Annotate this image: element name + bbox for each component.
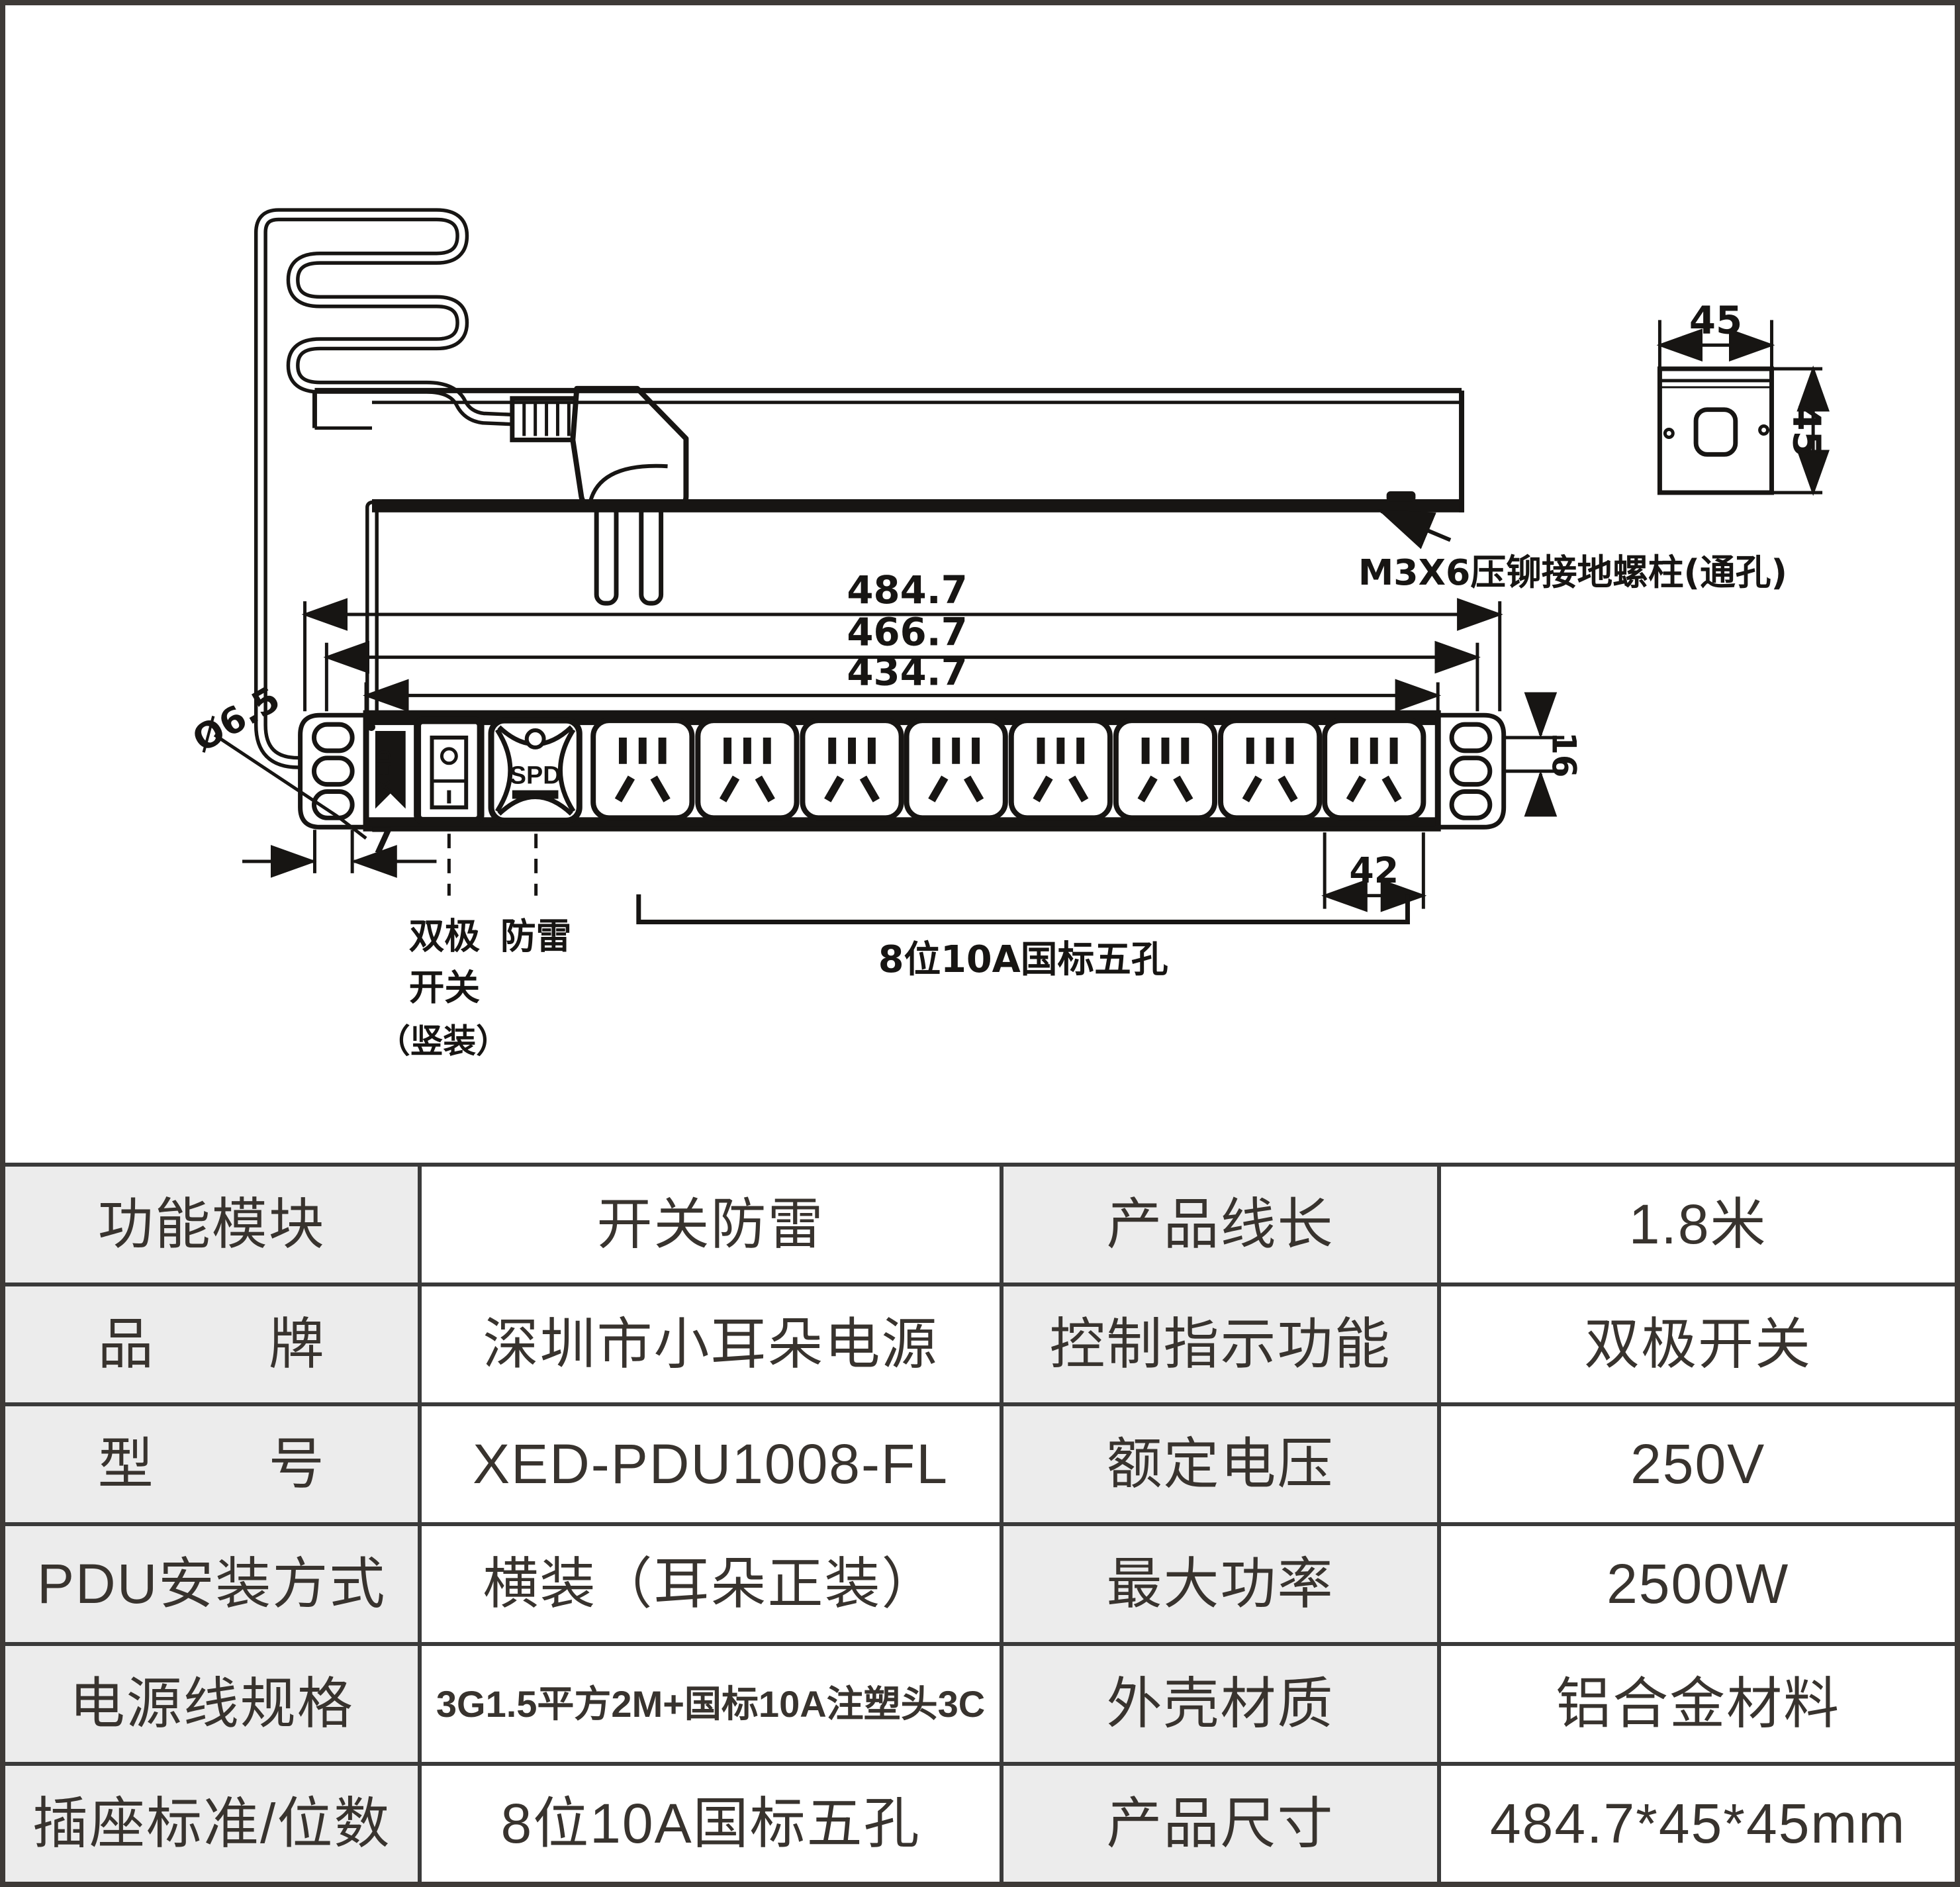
switch-off-symbol bbox=[440, 747, 458, 765]
end-detail-view: 45 45 bbox=[1656, 297, 1830, 496]
spec-value: 2500W bbox=[1441, 1526, 1955, 1642]
dim-466: 466.7 bbox=[847, 610, 967, 655]
spec-label: 型 号 bbox=[5, 1406, 418, 1522]
outlet-8 bbox=[1325, 720, 1423, 818]
spec-label: 插座标准/位数 bbox=[5, 1766, 418, 1882]
spec-value: 双极开关 bbox=[1441, 1286, 1955, 1402]
rocker-switch bbox=[414, 716, 485, 824]
spd-module: SPD bbox=[488, 717, 583, 824]
dim-45-width: 45 bbox=[1689, 297, 1742, 342]
switch-label-line1: 双极 bbox=[409, 915, 481, 957]
outlet-2 bbox=[698, 720, 796, 818]
ground-stud-label: M3X6压铆接地螺柱(通孔) bbox=[1358, 552, 1787, 593]
pdu-front-view: XED SPD bbox=[298, 710, 1507, 832]
spec-value: 铝合金材料 bbox=[1441, 1646, 1955, 1762]
spec-value: 横装（耳朵正装） bbox=[422, 1526, 1000, 1642]
dim-42-group: 42 bbox=[1321, 832, 1427, 912]
outlets-label: 8位10A国标五孔 bbox=[878, 938, 1168, 981]
outlet-4 bbox=[907, 720, 1005, 818]
spec-label: 额定电压 bbox=[1003, 1406, 1438, 1522]
spec-label: 控制指示功能 bbox=[1003, 1286, 1438, 1402]
spec-value: 深圳市小耳朵电源 bbox=[422, 1286, 1000, 1402]
dim-7: 7 bbox=[370, 821, 394, 861]
spec-label: 最大功率 bbox=[1003, 1526, 1438, 1642]
module-labels: 双极 开关 （竖装） 防雷 bbox=[377, 834, 571, 1060]
spec-label: 电源线规格 bbox=[5, 1646, 418, 1762]
outlet-3 bbox=[802, 720, 901, 818]
spec-value: 484.7*45*45mm bbox=[1441, 1766, 1955, 1882]
spec-label: PDU安装方式 bbox=[5, 1526, 418, 1642]
pdu-technical-drawing: M3X6压铆接地螺柱(通孔) 45 45 484.7 466.7 bbox=[185, 208, 1830, 1060]
ground-stud-callout: M3X6压铆接地螺柱(通孔) bbox=[1358, 509, 1787, 593]
spec-label: 外壳材质 bbox=[1003, 1646, 1438, 1762]
outlet-6 bbox=[1116, 720, 1215, 818]
spec-value: 3G1.5平方2M+国标10A注塑头3C bbox=[422, 1646, 1000, 1762]
pdu-side-view bbox=[312, 387, 1465, 512]
outlet-5 bbox=[1011, 720, 1110, 818]
power-cord bbox=[254, 208, 520, 769]
ground-stud bbox=[1386, 491, 1416, 502]
spec-label: 功能模块 bbox=[5, 1167, 418, 1282]
switch-label-line2: 开关 bbox=[409, 967, 481, 1008]
xed-logo: XED bbox=[367, 723, 406, 809]
spec-value: 8位10A国标五孔 bbox=[422, 1766, 1000, 1882]
spd-label: 防雷 bbox=[500, 915, 571, 957]
mounting-ear-right bbox=[1435, 712, 1507, 830]
spec-label: 品 牌 bbox=[5, 1286, 418, 1402]
outlets-label-group: 8位10A国标五孔 bbox=[636, 894, 1410, 981]
spec-value: 250V bbox=[1441, 1406, 1955, 1522]
dim-45-height: 45 bbox=[1784, 404, 1829, 457]
spec-value: XED-PDU1008-FL bbox=[422, 1406, 1000, 1522]
power-plug bbox=[510, 385, 689, 606]
switch-label-line3: （竖装） bbox=[377, 1022, 509, 1060]
spec-value: 开关防雷 bbox=[422, 1167, 1000, 1282]
spec-value: 1.8米 bbox=[1441, 1167, 1955, 1282]
xed-logo-text: XED bbox=[373, 748, 395, 793]
dim-42: 42 bbox=[1349, 849, 1399, 891]
mounting-ear-left bbox=[298, 712, 369, 830]
dim-434: 434.7 bbox=[847, 649, 967, 694]
spec-label: 产品尺寸 bbox=[1003, 1766, 1438, 1882]
spec-table: 功能模块 开关防雷 产品线长 1.8米 品 牌 深圳市小耳朵电源 控制指示功能 … bbox=[5, 1163, 1955, 1882]
dim-16-group: 16 bbox=[1503, 692, 1583, 817]
dim-7-group: 7 bbox=[242, 821, 437, 878]
outlet-1 bbox=[593, 720, 692, 818]
dim-484: 484.7 bbox=[847, 567, 967, 612]
spd-text: SPD bbox=[510, 762, 561, 790]
outlet-7 bbox=[1221, 720, 1319, 818]
width-dimensions: 484.7 466.7 434.7 bbox=[301, 567, 1503, 712]
dim-16: 16 bbox=[1544, 732, 1583, 777]
spec-label: 产品线长 bbox=[1003, 1167, 1438, 1282]
